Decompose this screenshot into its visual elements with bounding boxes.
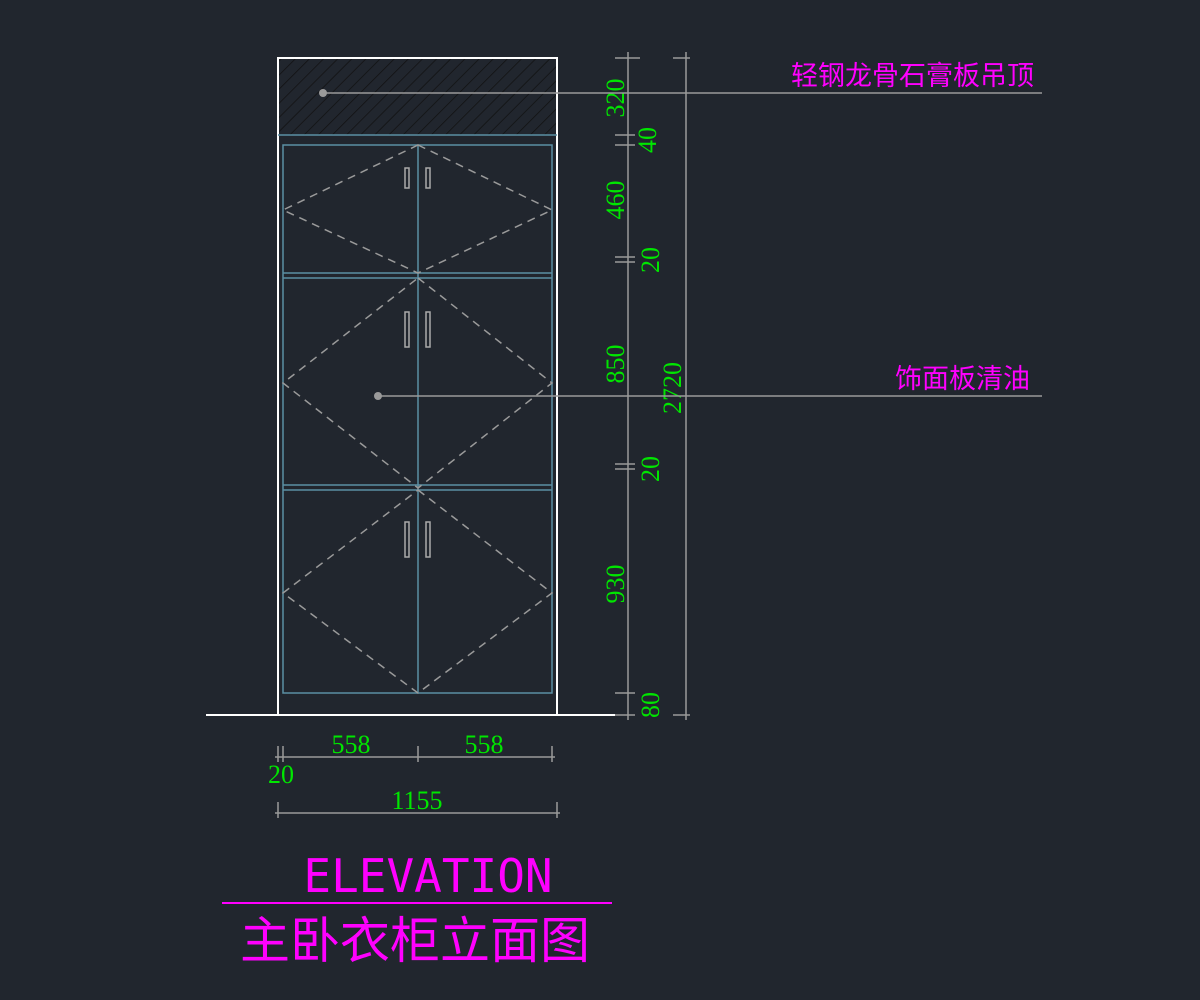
dim-20-side: 20	[268, 760, 294, 789]
leader-lines	[323, 92, 1042, 397]
dim-930: 930	[601, 565, 630, 604]
dim-320: 320	[601, 79, 630, 118]
ceiling-hatch	[278, 58, 557, 135]
vertical-dimension-lines	[615, 52, 690, 720]
annotation-panel: 饰面板清油	[895, 364, 1030, 395]
dim-558-left: 558	[332, 730, 371, 759]
title-english: ELEVATION	[303, 849, 552, 903]
dim-20-upper: 20	[636, 247, 665, 273]
door-swing-lines	[281, 144, 554, 694]
dim-40: 40	[633, 127, 662, 153]
door-handles	[404, 167, 431, 558]
leader-dot	[319, 89, 327, 97]
dim-558-right: 558	[465, 730, 504, 759]
leader-dot	[374, 392, 382, 400]
dim-1155: 1155	[391, 786, 442, 815]
annotation-ceiling: 轻钢龙骨石膏板吊顶	[791, 61, 1034, 92]
dim-850: 850	[601, 345, 630, 384]
title-chinese: 主卧衣柜立面图	[240, 912, 590, 970]
dim-20-lower: 20	[636, 456, 665, 482]
dim-2720: 2720	[658, 362, 687, 414]
horizontal-dimension-lines	[275, 746, 560, 818]
dim-80: 80	[636, 692, 665, 718]
cabinet-frame	[278, 134, 557, 694]
dim-460: 460	[601, 181, 630, 220]
